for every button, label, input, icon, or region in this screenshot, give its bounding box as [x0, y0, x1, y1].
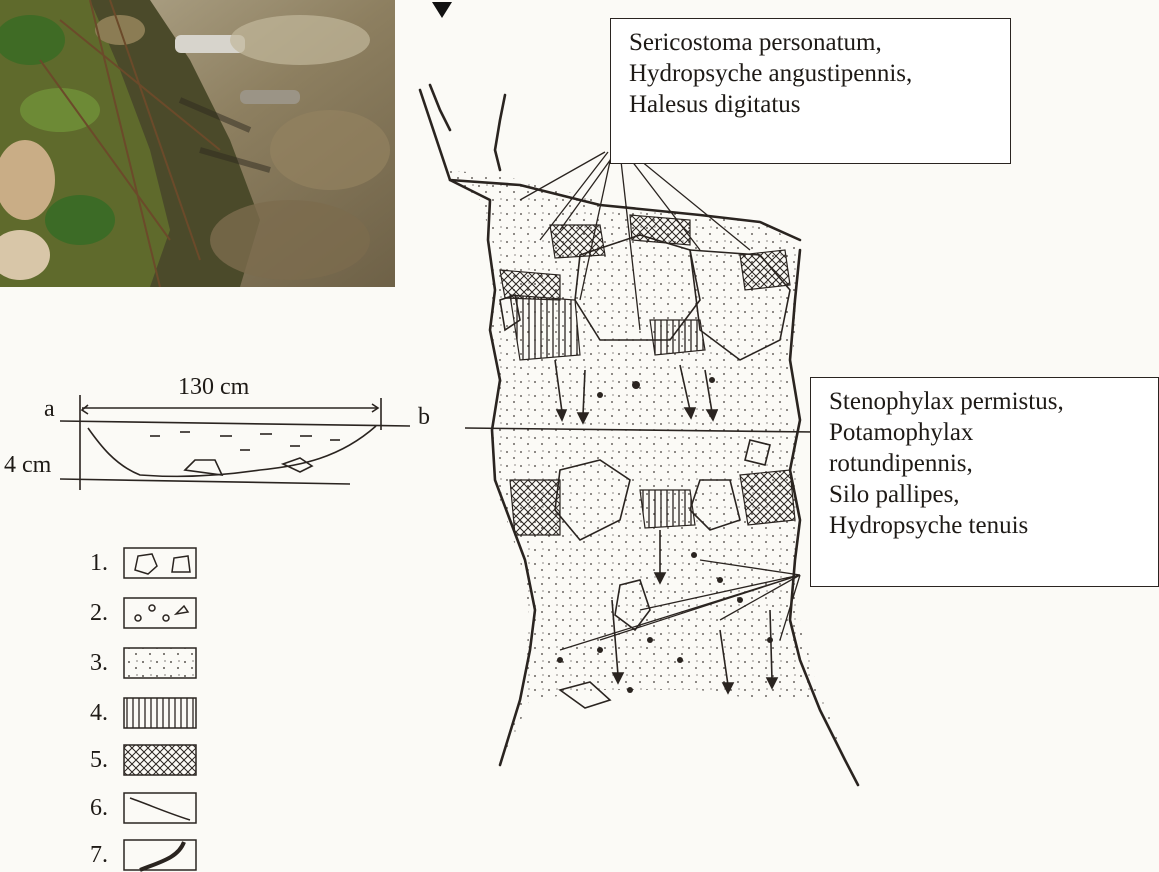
legend-number-5: 5. — [90, 747, 108, 774]
cross-section-width-label: 130 cm — [178, 374, 249, 401]
legend-symbol-4 — [124, 698, 196, 728]
species-line: rotundipennis, — [829, 448, 1158, 479]
legend-symbol-7 — [124, 840, 196, 870]
species-line: Silo pallipes, — [829, 479, 1158, 510]
species-line: Sericostoma personatum, — [629, 27, 1010, 58]
legend-number-7: 7. — [90, 842, 108, 869]
legend-number-2: 2. — [90, 600, 108, 627]
cross-section-point-a: a — [44, 396, 55, 423]
species-line: Potamophylax — [829, 417, 1158, 448]
legend-number-3: 3. — [90, 650, 108, 677]
legend-symbol-1 — [124, 548, 196, 578]
species-line: Hydropsyche angustipennis, — [629, 58, 1010, 89]
species-line: Stenophylax permistus, — [829, 386, 1158, 417]
right-species-box: Stenophylax permistus, Potamophylax rotu… — [810, 377, 1159, 587]
legend-number-4: 4. — [90, 700, 108, 727]
species-line: Halesus digitatus — [629, 89, 1010, 120]
legend-number-6: 6. — [90, 795, 108, 822]
cross-section-depth-label: 4 cm — [4, 452, 51, 479]
cross-section-point-b: b — [418, 404, 430, 431]
species-line: Hydropsyche tenuis — [829, 510, 1158, 541]
legend-symbol-5 — [124, 745, 196, 775]
cross-section-profile — [60, 395, 410, 490]
legend-number-1: 1. — [90, 550, 108, 577]
top-species-box: Sericostoma personatum, Hydropsyche angu… — [610, 18, 1011, 164]
legend-symbol-3 — [124, 648, 196, 678]
